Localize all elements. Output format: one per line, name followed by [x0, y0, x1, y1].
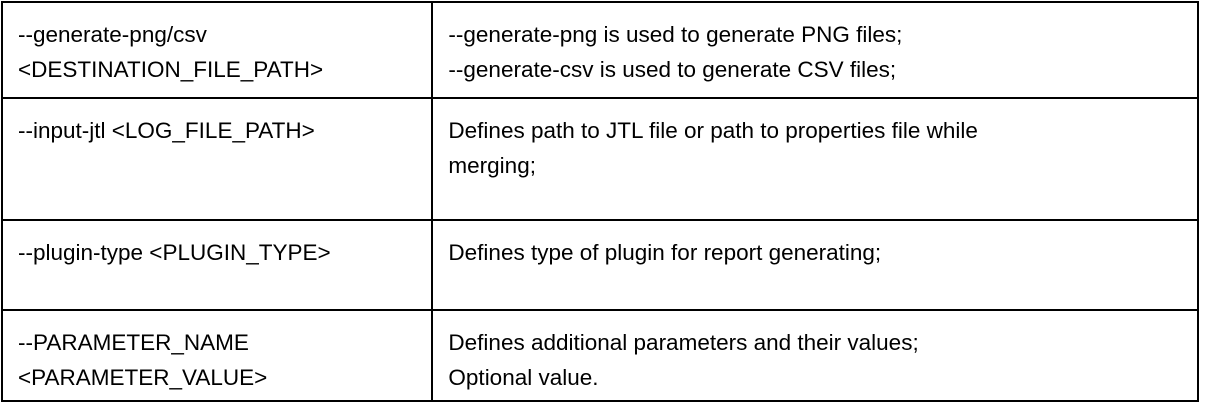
- description-cell: --generate-png is used to generate PNG f…: [431, 1, 1199, 99]
- description-cell: Defines type of plugin for report genera…: [431, 219, 1199, 311]
- table-row: --generate-png/csv <DESTINATION_FILE_PAT…: [0, 1, 1199, 99]
- description-cell: Defines path to JTL file or path to prop…: [431, 97, 1199, 221]
- table-row: --PARAMETER_NAME <PARAMETER_VALUE> Defin…: [0, 309, 1199, 402]
- option-cell: --PARAMETER_NAME <PARAMETER_VALUE>: [0, 309, 434, 402]
- option-cell: --generate-png/csv <DESTINATION_FILE_PAT…: [0, 1, 434, 99]
- option-cell: --plugin-type <PLUGIN_TYPE>: [0, 219, 434, 311]
- description-cell: Defines additional parameters and their …: [431, 309, 1199, 402]
- table-row: --input-jtl <LOG_FILE_PATH> Defines path…: [0, 97, 1199, 221]
- table-row: --plugin-type <PLUGIN_TYPE> Defines type…: [0, 219, 1199, 311]
- option-cell: --input-jtl <LOG_FILE_PATH>: [0, 97, 434, 221]
